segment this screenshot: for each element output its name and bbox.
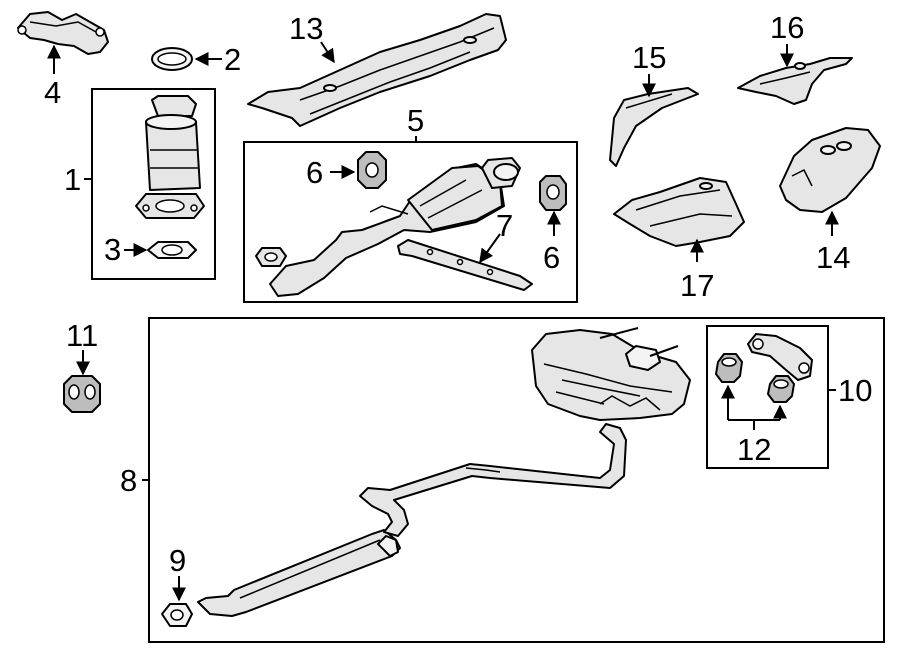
part-4-heat-shield-bracket[interactable]: [17, 11, 109, 55]
part-12-insulator-upper[interactable]: [715, 353, 743, 383]
callout-9: 9: [169, 543, 186, 578]
part-5-front-pipe-converter[interactable]: [255, 157, 521, 297]
front-pipe-group-box: [243, 141, 578, 303]
part-12-insulator-lower[interactable]: [767, 375, 795, 403]
callout-11: 11: [66, 318, 98, 353]
callout-3: 3: [104, 232, 121, 267]
part-6-hanger-insulator-left[interactable]: [357, 151, 387, 189]
callout-2: 2: [224, 42, 241, 77]
part-9-flange-gasket[interactable]: [161, 603, 193, 627]
converter-group-box: [91, 88, 216, 280]
callout-13: 13: [289, 11, 323, 46]
callout-16: 16: [770, 10, 804, 45]
callout-15: 15: [632, 40, 666, 75]
part-16-small-heat-shield[interactable]: [737, 57, 853, 105]
hanger-kit-box: [706, 325, 829, 469]
leader-7: [479, 233, 501, 264]
part-13-underbody-heat-shield[interactable]: [247, 13, 507, 127]
callout-12: 12: [737, 432, 771, 467]
callout-10: 10: [838, 373, 872, 408]
part-17-lower-heat-shield[interactable]: [613, 177, 745, 247]
callout-8: 8: [120, 463, 137, 498]
part-10-hanger-bracket[interactable]: [747, 333, 813, 381]
callout-17: 17: [680, 268, 714, 303]
part-6-hanger-insulator-right[interactable]: [539, 175, 567, 211]
part-1-catalytic-converter[interactable]: [135, 95, 205, 219]
part-14-rear-heat-shield[interactable]: [779, 127, 881, 213]
leader-13: [320, 41, 335, 64]
part-3-flange-gasket[interactable]: [147, 241, 197, 259]
callout-1: 1: [64, 162, 81, 197]
callout-6a: 6: [306, 155, 323, 190]
callout-5: 5: [407, 103, 424, 138]
callout-6b: 6: [543, 240, 560, 275]
part-8-muffler-pipe-assembly[interactable]: [197, 327, 691, 617]
part-7-support-bracket[interactable]: [397, 239, 533, 291]
callout-14: 14: [816, 240, 850, 275]
part-11-hanger-insulator[interactable]: [63, 375, 101, 413]
callout-7: 7: [496, 208, 513, 243]
part-15-heat-shield[interactable]: [609, 87, 699, 167]
callout-4: 4: [44, 75, 61, 110]
part-2-gasket-ring-inner: [157, 52, 187, 66]
